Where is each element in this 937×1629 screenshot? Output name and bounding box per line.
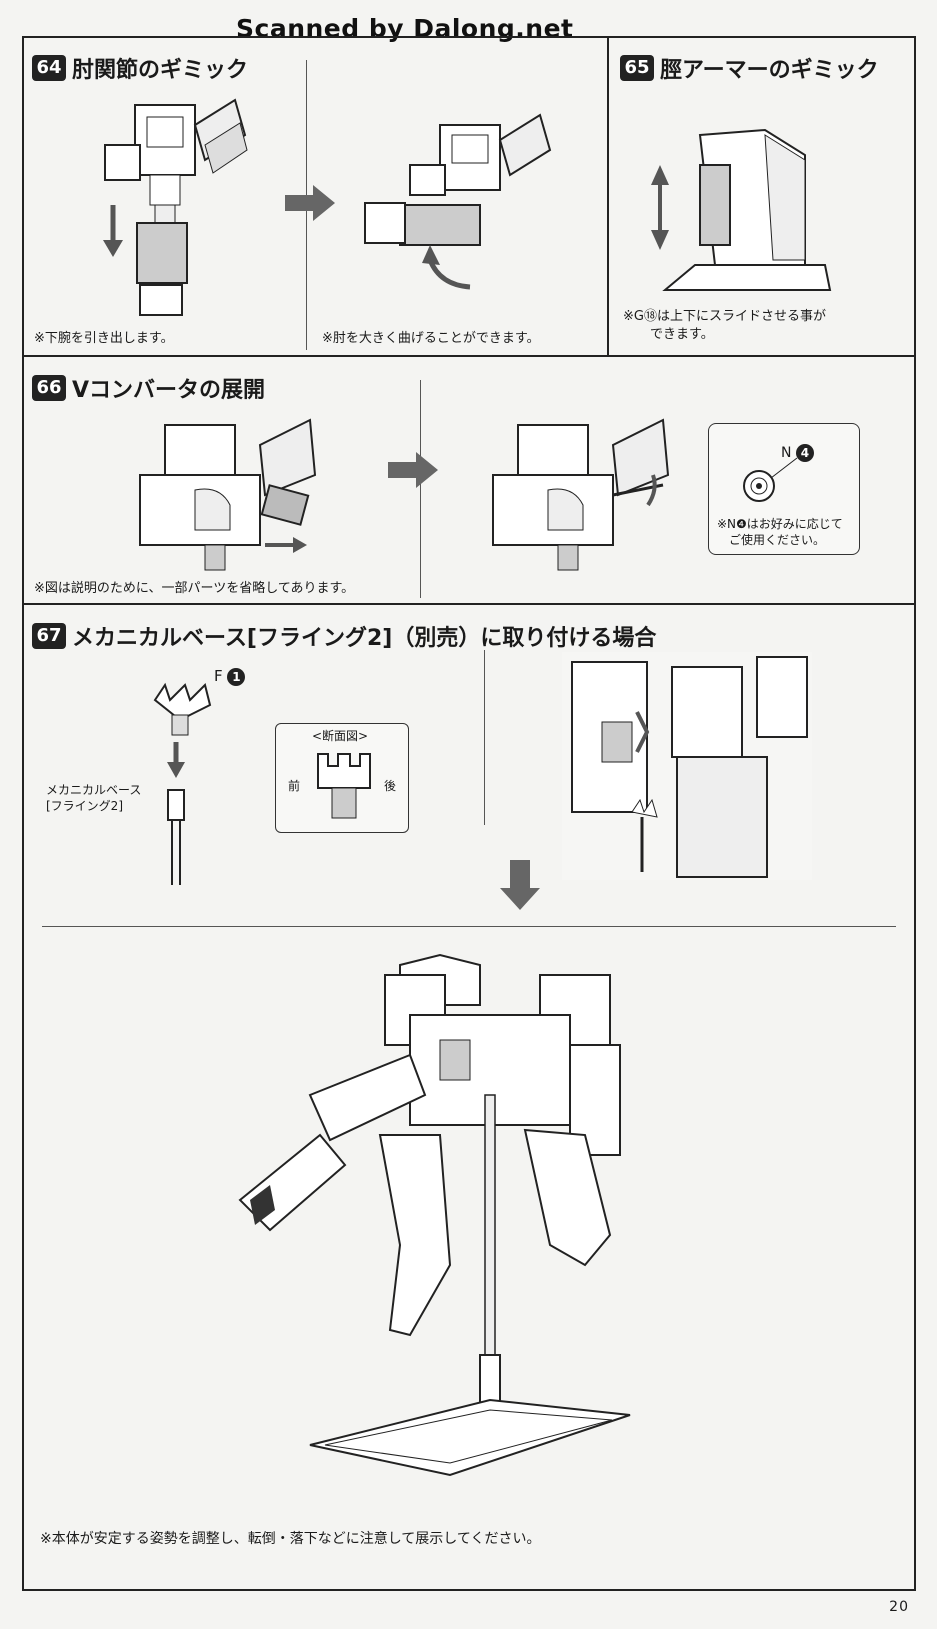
- part-label: N 4: [781, 444, 814, 462]
- note-text: ※肘を大きく曲げることができます。: [322, 331, 540, 346]
- part-n4-icon: [743, 457, 798, 502]
- step-number: 65: [620, 55, 654, 81]
- part-number-badge: 1: [227, 668, 246, 686]
- step-title-text: 肘関節のギミック: [72, 58, 249, 83]
- section-back-label: 後: [384, 779, 397, 793]
- divider: [420, 380, 421, 598]
- v-converter-open-illustration: [492, 418, 670, 571]
- section-diagram: [317, 753, 371, 819]
- elbow-bent-illustration: [364, 113, 552, 290]
- part-label: F 1: [214, 667, 246, 686]
- note-text: ※G⑱は上下にスライドさせる事が: [623, 309, 826, 324]
- divider: [22, 355, 916, 357]
- step-number: 67: [32, 623, 66, 649]
- base-label: [フライング2]: [46, 799, 123, 813]
- step-64-title: 64 肘関節のギミック: [32, 52, 248, 84]
- step-66-title: 66 Vコンバータの展開: [32, 372, 265, 404]
- elbow-arm-illustration: [103, 98, 248, 316]
- part-letter: F: [214, 667, 223, 685]
- step-title-text: メカニカルベース[フライング2]（別売）に取り付ける場合: [72, 626, 657, 651]
- part-letter: N: [781, 445, 792, 461]
- arrow-down-icon: [500, 860, 540, 910]
- section-title: <断面図>: [312, 729, 369, 743]
- arrow-right-icon: [285, 185, 335, 221]
- mount-adapter-illustration: [153, 682, 212, 885]
- page-frame: [22, 36, 916, 1591]
- arrow-right-icon: [388, 452, 438, 488]
- base-label: メカニカルベース: [46, 783, 142, 797]
- shin-armor-illustration: [651, 128, 832, 291]
- step-number: 64: [32, 55, 66, 81]
- part-number-badge: 4: [795, 444, 814, 462]
- v-converter-closed-illustration: [139, 418, 317, 571]
- watermark-text: Scanned by Dalong.net: [236, 14, 574, 43]
- step-title-text: 脛アーマーのギミック: [660, 58, 879, 83]
- note-text: ※N❹はお好みに応じて: [717, 517, 843, 531]
- divider: [607, 36, 609, 356]
- step-65-title: 65 脛アーマーのギミック: [620, 52, 879, 84]
- divider: [42, 926, 896, 927]
- robot-on-flying-base-illustration: [238, 953, 631, 1477]
- note-text: ※本体が安定する姿勢を調整し、転倒・落下などに注意して展示してください。: [40, 1531, 541, 1547]
- step-67-title: 67 メカニカルベース[フライング2]（別売）に取り付ける場合: [32, 620, 656, 652]
- section-view-box: <断面図> 前 後: [275, 723, 409, 833]
- step-title-text: Vコンバータの展開: [72, 378, 266, 403]
- part-callout-box: N 4 ※N❹はお好みに応じて ご使用ください。: [708, 423, 860, 555]
- section-front-label: 前: [288, 779, 301, 793]
- note-text: ※図は説明のために、一部パーツを省略してあります。: [34, 581, 355, 596]
- page-number: 20: [889, 1599, 909, 1615]
- note-text: ※下腕を引き出します。: [34, 331, 174, 346]
- step-number: 66: [32, 375, 66, 401]
- note-text: ご使用ください。: [729, 533, 826, 547]
- divider: [22, 603, 916, 605]
- note-text: できます。: [650, 327, 714, 342]
- divider: [484, 650, 485, 825]
- robot-leg-closeup-illustration: [562, 652, 812, 880]
